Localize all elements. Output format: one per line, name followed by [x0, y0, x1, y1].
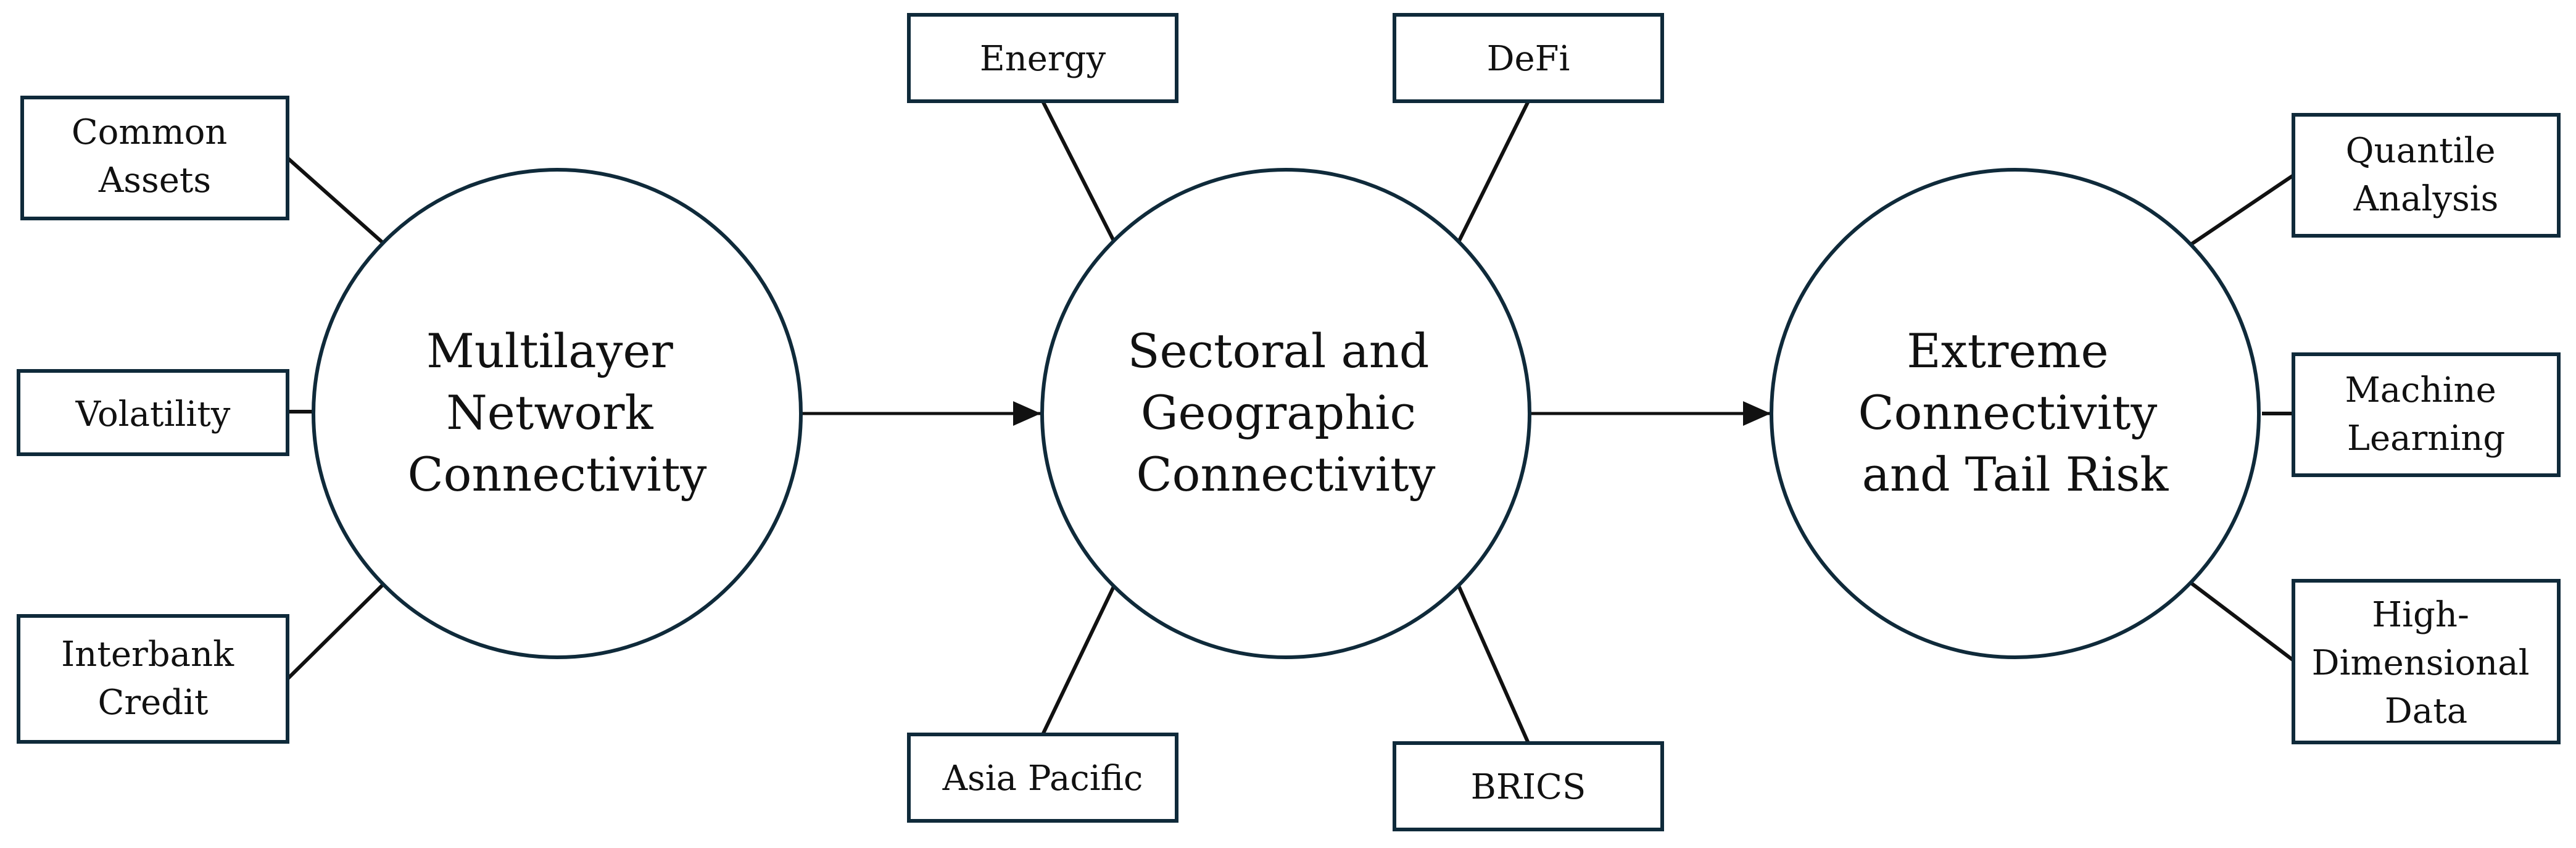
hub-multilayer-line-3: Connectivity [408, 447, 707, 502]
box-quantile-analysis: Quantile Analysis [2292, 113, 2561, 238]
hub-extreme: Extreme Connectivity and Tail Risk [1770, 168, 2261, 659]
svg-text:Common Assets: Common Assets [72, 112, 238, 201]
hub-extreme-line-2: Connectivity [1858, 385, 2157, 440]
box-quantile-analysis-line-1: Quantile [2346, 131, 2496, 171]
svg-text:Machine Learning: Machine Learning [2345, 370, 2507, 459]
box-interbank-credit-line-1: Interbank [61, 634, 234, 675]
box-energy: Energy [907, 13, 1178, 103]
box-machine-learning-line-2: Learning [2347, 418, 2505, 459]
box-volatility: Volatility [17, 369, 289, 456]
connector-asia-pacific [1041, 579, 1119, 736]
box-common-assets: Common Assets [20, 96, 289, 220]
box-asia-pacific-line-1: Asia Pacific [942, 759, 1143, 799]
hub-multilayer-line-2: Network [446, 385, 653, 440]
box-high-dimensional-data-line-2: Dimensional [2312, 643, 2530, 683]
box-asia-pacific: Asia Pacific [907, 733, 1178, 823]
connector-common-assets [286, 156, 389, 249]
box-common-assets-line-1: Common [72, 112, 228, 152]
connectors [286, 100, 2295, 744]
hub-sectoral-line-1: Sectoral and [1127, 323, 1429, 378]
box-machine-learning: Machine Learning [2292, 352, 2561, 477]
connector-energy [1041, 100, 1119, 248]
svg-text:Multilayer Network: Multilayer Network Connectivity [408, 323, 707, 502]
box-machine-learning-line-1: Machine [2345, 370, 2496, 410]
connector-high-dimensional-data [2186, 578, 2295, 662]
connector-defi [1454, 100, 1530, 248]
svg-text:Quantile Analysis: Quantile Analysis [2346, 131, 2507, 219]
svg-text:Sectoral and Geographic: Sectoral and Geographic Connectivity [1127, 323, 1444, 502]
box-quantile-analysis-line-2: Analysis [2353, 179, 2499, 219]
box-defi-line-1: DeFi [1487, 39, 1570, 79]
box-high-dimensional-data-line-3: Data [2385, 691, 2467, 731]
svg-text:DeFi: DeFi [1487, 39, 1570, 79]
hub-sectoral-line-2: Geographic [1141, 385, 1416, 440]
svg-text:Energy: Energy [980, 39, 1106, 79]
svg-text:Volatility: Volatility [75, 394, 231, 434]
svg-text:Interbank Credit: Interbank Credit [61, 634, 245, 723]
connector-brics [1454, 579, 1530, 744]
box-common-assets-line-2: Assets [98, 160, 211, 201]
hub-sectoral: Sectoral and Geographic Connectivity [1040, 168, 1531, 659]
hub-multilayer-line-1: Multilayer [426, 323, 673, 378]
box-volatility-line-1: Volatility [75, 394, 231, 434]
box-energy-line-1: Energy [980, 39, 1106, 79]
svg-text:High- Dimensional: High- Dimensional Data [2312, 595, 2541, 731]
hub-multilayer: Multilayer Network Connectivity [312, 168, 803, 659]
svg-text:Extreme Connectivity: Extreme Connectivity and Tail Risk [1858, 323, 2172, 502]
box-interbank-credit-line-2: Credit [97, 683, 209, 723]
hub-extreme-line-1: Extreme [1907, 323, 2108, 378]
box-brics-line-1: BRICS [1471, 767, 1586, 807]
hub-extreme-line-3: and Tail Risk [1862, 447, 2169, 502]
box-brics: BRICS [1393, 741, 1664, 831]
hub-sectoral-line-3: Connectivity [1137, 447, 1436, 502]
box-interbank-credit: Interbank Credit [17, 614, 289, 744]
box-high-dimensional-data: High- Dimensional Data [2292, 579, 2561, 744]
svg-text:Asia Pacific: Asia Pacific [942, 759, 1143, 799]
svg-text:BRICS: BRICS [1471, 767, 1586, 807]
box-high-dimensional-data-line-1: High- [2372, 595, 2469, 635]
connector-interbank-credit [286, 578, 389, 681]
connector-quantile-analysis [2186, 173, 2295, 249]
box-defi: DeFi [1393, 13, 1664, 103]
